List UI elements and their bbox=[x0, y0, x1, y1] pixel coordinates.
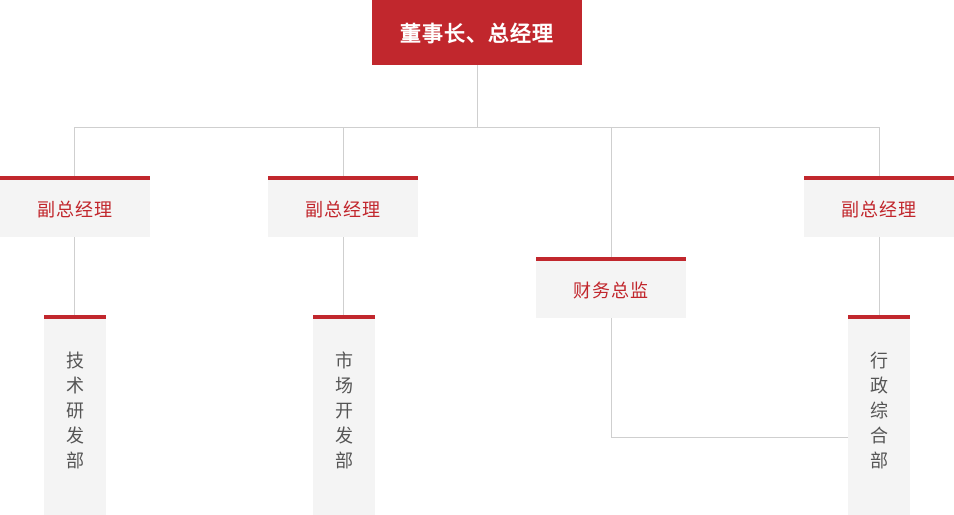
node-label-vertical: 技 术 研 发 部 bbox=[66, 349, 84, 474]
node-label: 副总经理 bbox=[37, 199, 113, 220]
node-administration-department[interactable]: 行 政 综 合 部 bbox=[848, 315, 910, 515]
connector-bus-to-node-3 bbox=[611, 127, 612, 257]
connector-bus-to-node-4 bbox=[879, 127, 880, 176]
connector-root-stem bbox=[477, 65, 478, 127]
node-deputy-general-manager-3[interactable]: 副总经理 bbox=[804, 176, 954, 237]
connector-node4-to-leaf3 bbox=[879, 237, 880, 315]
node-cfo[interactable]: 财务总监 bbox=[536, 257, 686, 318]
node-chairman-general-manager[interactable]: 董事长、总经理 bbox=[372, 0, 582, 65]
node-label-char: 发 bbox=[335, 426, 353, 446]
node-label-char: 部 bbox=[870, 451, 888, 471]
node-label-char: 技 bbox=[66, 351, 84, 371]
node-label: 副总经理 bbox=[305, 199, 381, 220]
node-label-char: 市 bbox=[335, 351, 353, 371]
node-label-char: 政 bbox=[870, 376, 888, 396]
connector-bus-to-node-1 bbox=[74, 127, 75, 176]
node-label-char: 研 bbox=[66, 401, 84, 421]
node-label-char: 综 bbox=[870, 401, 888, 421]
node-label-char: 场 bbox=[335, 376, 353, 396]
node-label-char: 部 bbox=[335, 451, 353, 471]
node-label: 董事长、总经理 bbox=[400, 22, 554, 46]
connector-cfo-tail bbox=[611, 318, 612, 437]
node-label: 财务总监 bbox=[573, 280, 649, 301]
connector-cfo-to-admin bbox=[611, 437, 879, 438]
node-label-vertical: 市 场 开 发 部 bbox=[335, 349, 353, 474]
node-label-char: 术 bbox=[66, 376, 84, 396]
node-deputy-general-manager-2[interactable]: 副总经理 bbox=[268, 176, 418, 237]
node-label-char: 行 bbox=[870, 351, 888, 371]
connector-node2-to-leaf2 bbox=[343, 237, 344, 315]
connector-horizontal-bus bbox=[74, 127, 880, 128]
node-label-char: 部 bbox=[66, 451, 84, 471]
connector-node1-to-leaf1 bbox=[74, 237, 75, 315]
node-technology-rnd-department[interactable]: 技 术 研 发 部 bbox=[44, 315, 106, 515]
connector-bus-to-node-2 bbox=[343, 127, 344, 176]
node-label-char: 发 bbox=[66, 426, 84, 446]
node-label-char: 合 bbox=[870, 426, 888, 446]
node-market-development-department[interactable]: 市 场 开 发 部 bbox=[313, 315, 375, 515]
node-label-char: 开 bbox=[335, 401, 353, 421]
node-label: 副总经理 bbox=[841, 199, 917, 220]
node-label-vertical: 行 政 综 合 部 bbox=[870, 349, 888, 474]
node-deputy-general-manager-1[interactable]: 副总经理 bbox=[0, 176, 150, 237]
